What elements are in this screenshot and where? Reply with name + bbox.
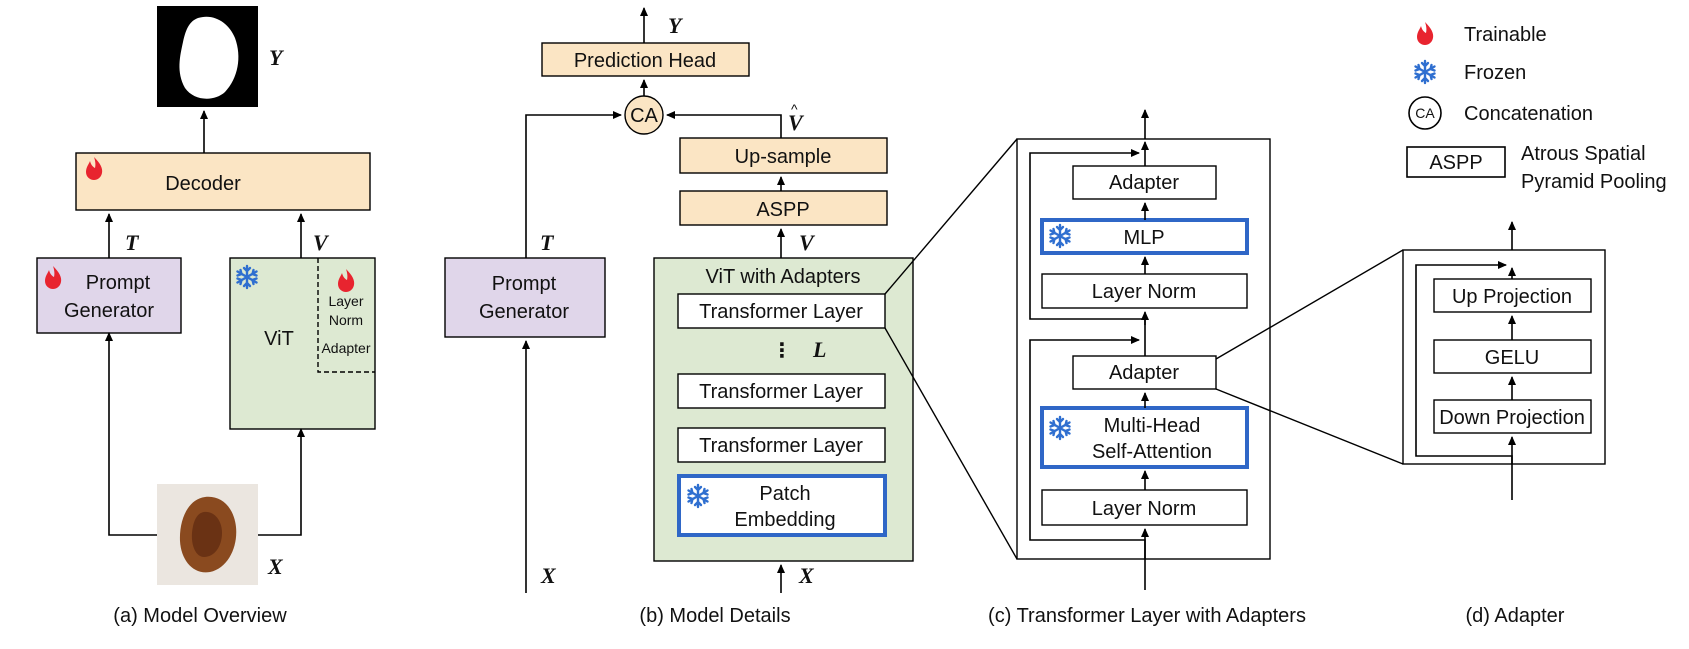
d-gelu-box [1433,339,1592,374]
c-adapter-top-box [1072,165,1217,200]
panel-d-adapter: Up Projection GELU Down Projection (d) A… [1402,221,1606,627]
lesion-core-shape [191,511,222,557]
legend-concat-circle [1408,96,1442,130]
b-patch-line1: Patch [759,483,810,505]
b-v-hat-label: V [788,110,805,135]
b-patch-line2: Embedding [734,509,835,531]
legend-aspp-box [1406,146,1506,178]
flame-icon [1417,22,1434,45]
b-transformer-layer-2 [677,373,886,409]
b-transformer-layer-3-label: Transformer Layer [699,435,863,457]
a-layer-norm-line2: Norm [329,312,363,328]
legend-trainable-label: Trainable [1464,24,1547,46]
a-vit-label: ViT [264,328,294,350]
d-up-projection-box [1433,278,1592,313]
c-adapter-mid-label: Adapter [1109,362,1179,384]
b-arrow-upsample-to-ca [666,111,782,138]
b-transformer-layer-2-label: Transformer Layer [699,381,863,403]
legend-concatenation-label: Concatenation [1464,103,1593,125]
a-arrow-image-to-prompt [105,332,157,536]
b-prompt-generator-box [444,257,606,338]
c-mhsa-line1: Multi-Head [1104,415,1201,437]
a-prompt-line1: Prompt [86,272,151,294]
a-t-label: T [125,230,140,255]
a-layer-norm-line1: Layer [328,293,363,309]
legend: Trainable Frozen CA Concatenation ASPP A… [1406,22,1667,193]
b-y-label: Y [668,13,684,38]
b-prompt-line1: Prompt [492,273,557,295]
b-prediction-head-label: Prediction Head [574,50,716,72]
b-hat-symbol: ^ [791,101,798,117]
b-transformer-layer-1-label: Transformer Layer [699,301,863,323]
b-prediction-head-box [541,42,750,77]
a-caption: (a) Model Overview [113,605,287,627]
panel-c-transformer-layer: Adapter MLP Layer Norm Adapter Multi-Hea… [988,109,1306,627]
b-transformer-layer-3 [677,427,886,463]
zoom-line-bottom-d [1215,388,1404,465]
d-gelu-label: GELU [1485,347,1539,369]
a-adapter-dashed-region [317,258,375,373]
zoom-line-bottom [884,327,1018,560]
a-adapter-label: Adapter [321,340,370,356]
b-v-label: V [799,230,816,255]
c-mhsa-box [1040,406,1249,469]
a-prompt-line2: Generator [64,300,154,322]
a-v-label: V [313,230,330,255]
a-y-label: Y [269,45,285,70]
b-ca-label: CA [630,105,658,127]
b-patch-embedding-box [677,474,887,537]
legend-aspp-line2: Pyramid Pooling [1521,171,1667,193]
a-decoder-label: Decoder [165,173,241,195]
b-prompt-line2: Generator [479,301,569,323]
b-l-label: L [812,337,826,362]
b-transformer-layer-1 [677,293,886,329]
lesion-mask-shape [179,16,239,99]
b-upsample-label: Up-sample [735,146,832,168]
zoom-line-top [884,138,1018,295]
c-caption: (c) Transformer Layer with Adapters [988,605,1306,627]
panel-b-model-details: Prediction Head Y CA Up-sample V ^ ASPP … [444,7,914,627]
d-caption: (d) Adapter [1466,605,1565,627]
b-upsample-box [679,137,888,174]
legend-frozen-label: Frozen [1464,62,1526,84]
c-mlp-label: MLP [1123,227,1164,249]
b-aspp-box [679,190,888,226]
b-x-right-label: X [798,563,815,588]
b-caption: (b) Model Details [639,605,790,627]
panel-a-model-overview: Y Decoder Prompt Generator T ViT Layer N… [36,6,376,627]
c-layer-norm-bottom-box [1041,489,1248,526]
b-t-label: T [540,230,555,255]
legend-aspp-line1: Atrous Spatial [1521,143,1646,165]
d-down-projection-box [1433,399,1592,434]
a-decoder-box [75,152,371,211]
legend-concat-symbol: CA [1415,105,1435,121]
c-layer-norm-bottom-label: Layer Norm [1092,498,1196,520]
b-vertical-dots: ⋮ [772,340,792,362]
b-aspp-label: ASPP [756,199,809,221]
b-vit-with-adapters-label: ViT with Adapters [706,266,861,288]
a-arrow-image-to-vit [258,428,305,536]
c-layer-norm-top-label: Layer Norm [1092,281,1196,303]
b-x-left-label: X [540,563,557,588]
snowflake-icon [1414,59,1436,85]
legend-aspp-symbol: ASPP [1429,152,1482,174]
d-up-projection-label: Up Projection [1452,286,1572,308]
zoom-line-top-d [1215,249,1404,360]
d-down-projection-label: Down Projection [1439,407,1585,429]
a-x-label: X [267,554,284,579]
b-arrow-prompt-to-ca [525,111,622,258]
c-adapter-mid-box [1072,355,1217,390]
c-adapter-top-label: Adapter [1109,172,1179,194]
c-mhsa-line2: Self-Attention [1092,441,1212,463]
